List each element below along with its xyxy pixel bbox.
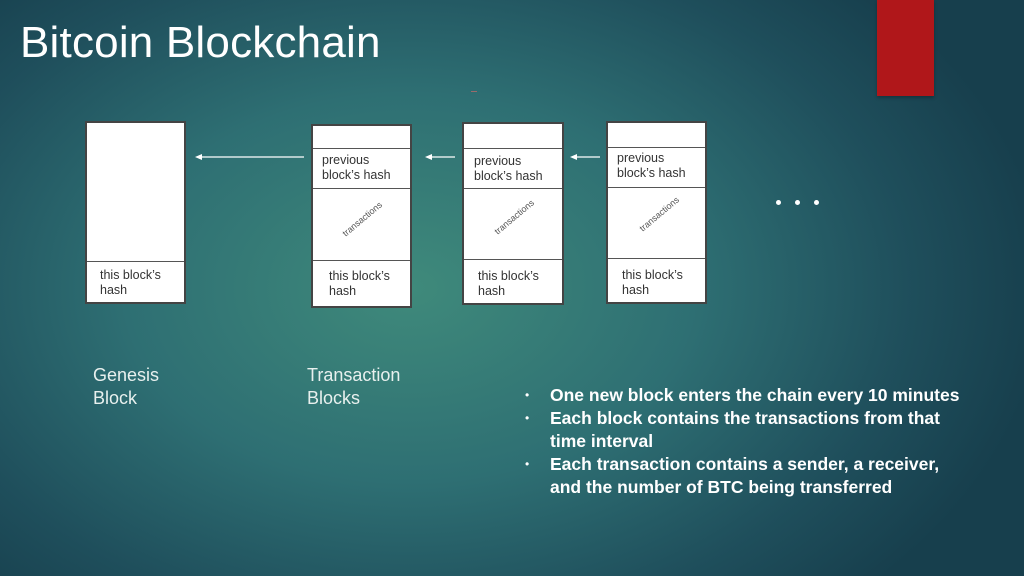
bullet-item: • Each transaction contains a sender, a … <box>523 453 963 499</box>
genesis-hash-label: this block’s hash <box>100 268 161 297</box>
bullet-glyph: • <box>525 388 530 402</box>
bullet-text: Each block contains the transactions fro… <box>550 408 940 451</box>
bullet-glyph: • <box>525 457 530 471</box>
transaction-block-3: previous block’s hash transactions this … <box>606 121 707 304</box>
block-1-previous-hash-label: previous block’s hash <box>322 153 391 182</box>
arrow-block3-to-block2-head <box>570 154 577 160</box>
block-3-hash-label: this block’s hash <box>622 268 683 297</box>
slide-title: Bitcoin Blockchain <box>20 18 381 67</box>
transaction-block-2: previous block’s hash transactions this … <box>462 122 564 305</box>
genesis-block-caption: Genesis Block <box>93 365 160 408</box>
bullet-text: Each transaction contains a sender, a re… <box>550 454 940 497</box>
block-2-previous-hash-label: previous block’s hash <box>474 154 543 183</box>
bullet-list: • One new block enters the chain every 1… <box>523 384 963 499</box>
arrow-block1-to-genesis-head <box>195 154 202 160</box>
transaction-block-1: previous block’s hash transactions this … <box>311 124 412 308</box>
arrow-block2-to-block1-head <box>425 154 432 160</box>
accent-bar <box>877 0 934 96</box>
bullet-text: One new block enters the chain every 10 … <box>550 385 960 405</box>
bullet-item: • One new block enters the chain every 1… <box>523 384 963 407</box>
block-1-hash-label: this block’s hash <box>329 269 390 298</box>
bullet-item: • Each block contains the transactions f… <box>523 407 963 453</box>
block-3-previous-hash-label: previous block’s hash <box>617 151 686 180</box>
bullet-glyph: • <box>525 411 530 425</box>
decorative-mark <box>471 91 477 92</box>
genesis-block: this block’s hash <box>85 121 186 304</box>
ellipsis-more-blocks <box>776 192 833 210</box>
block-2-hash-label: this block’s hash <box>478 269 539 298</box>
transaction-blocks-caption: Transaction Blocks <box>307 365 401 408</box>
